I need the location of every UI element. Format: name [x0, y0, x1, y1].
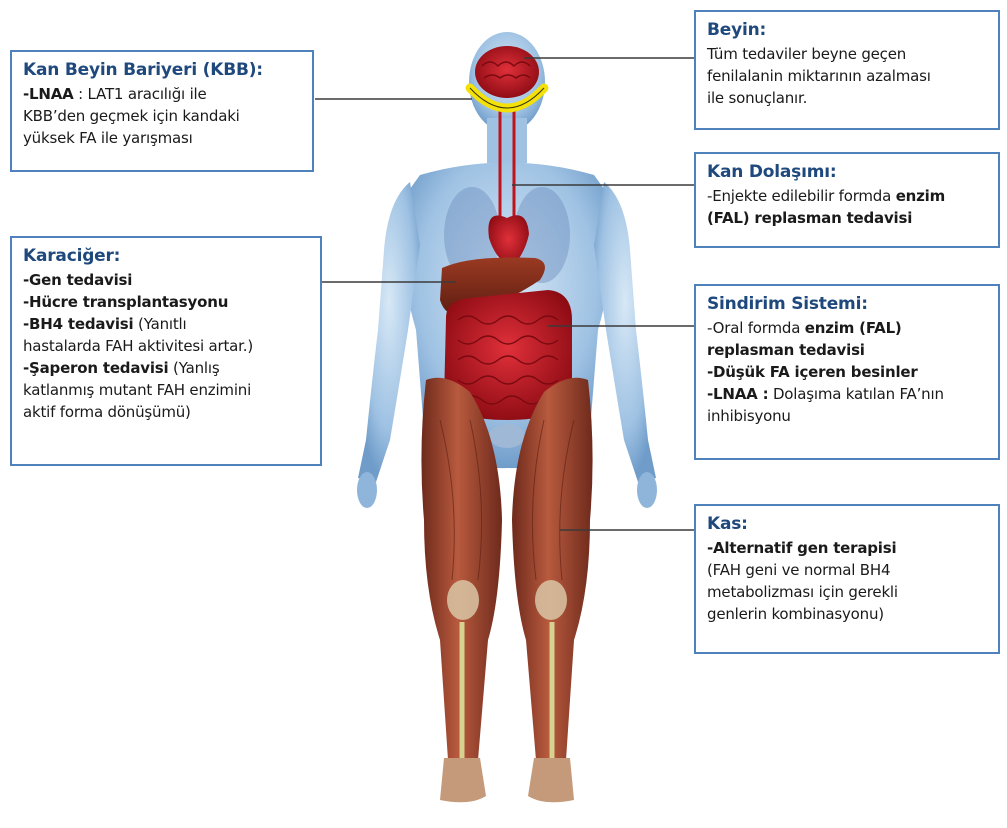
sindirim-line-3: -Düşük FA içeren besinler: [707, 361, 988, 383]
karaciger-line-4: hastalarda FAH aktivitesi artar.): [23, 335, 310, 357]
kan-box: Kan Dolaşımı: -Enjekte edilebilir formda…: [694, 152, 1000, 248]
kas-line-3: metabolizması için gerekli: [707, 581, 988, 603]
karaciger-line-1: -Gen tedavisi: [23, 269, 310, 291]
karaciger-line-3: -BH4 tedavisi (Yanıtlı: [23, 313, 310, 335]
beyin-title: Beyin:: [707, 18, 988, 42]
karaciger-line-7: aktif forma dönüşümü): [23, 401, 310, 423]
kan-line-2: (FAL) replasman tedavisi: [707, 207, 988, 229]
kbb-title: Kan Beyin Bariyeri (KBB):: [23, 58, 302, 82]
sindirim-line-4: -LNAA : Dolaşıma katılan FA’nın: [707, 383, 988, 405]
karaciger-line-6: katlanmış mutant FAH enzimini: [23, 379, 310, 401]
karaciger-line-2: -Hücre transplantasyonu: [23, 291, 310, 313]
karaciger-title: Karaciğer:: [23, 244, 310, 268]
kbb-line-3: yüksek FA ile yarışması: [23, 127, 302, 149]
kan-title: Kan Dolaşımı:: [707, 160, 988, 184]
beyin-line-3: ile sonuçlanır.: [707, 87, 988, 109]
kas-title: Kas:: [707, 512, 988, 536]
sindirim-line-2: replasman tedavisi: [707, 339, 988, 361]
kas-line-4: genlerin kombinasyonu): [707, 603, 988, 625]
karaciger-line-5: -Şaperon tedavisi (Yanlış: [23, 357, 310, 379]
beyin-line-1: Tüm tedaviler beyne geçen: [707, 43, 988, 65]
sindirim-box: Sindirim Sistemi: -Oral formda enzim (FA…: [694, 284, 1000, 460]
kbb-line-1: -LNAA : LAT1 aracılığı ile: [23, 83, 302, 105]
kas-line-1: -Alternatif gen terapisi: [707, 537, 988, 559]
feet: [440, 758, 574, 802]
kan-line-1: -Enjekte edilebilir formda enzim: [707, 185, 988, 207]
kbb-line-2: KBB’den geçmek için kandaki: [23, 105, 302, 127]
kas-box: Kas: -Alternatif gen terapisi (FAH geni …: [694, 504, 1000, 654]
kas-line-2: (FAH geni ve normal BH4: [707, 559, 988, 581]
sindirim-line-1: -Oral formda enzim (FAL): [707, 317, 988, 339]
sindirim-title: Sindirim Sistemi:: [707, 292, 988, 316]
brain: [475, 46, 539, 98]
kbb-box: Kan Beyin Bariyeri (KBB): -LNAA : LAT1 a…: [10, 50, 314, 172]
beyin-box: Beyin: Tüm tedaviler beyne geçen fenilal…: [694, 10, 1000, 130]
beyin-line-2: fenilalanin miktarının azalması: [707, 65, 988, 87]
sindirim-line-5: inhibisyonu: [707, 405, 988, 427]
karaciger-box: Karaciğer: -Gen tedavisi -Hücre transpla…: [10, 236, 322, 466]
